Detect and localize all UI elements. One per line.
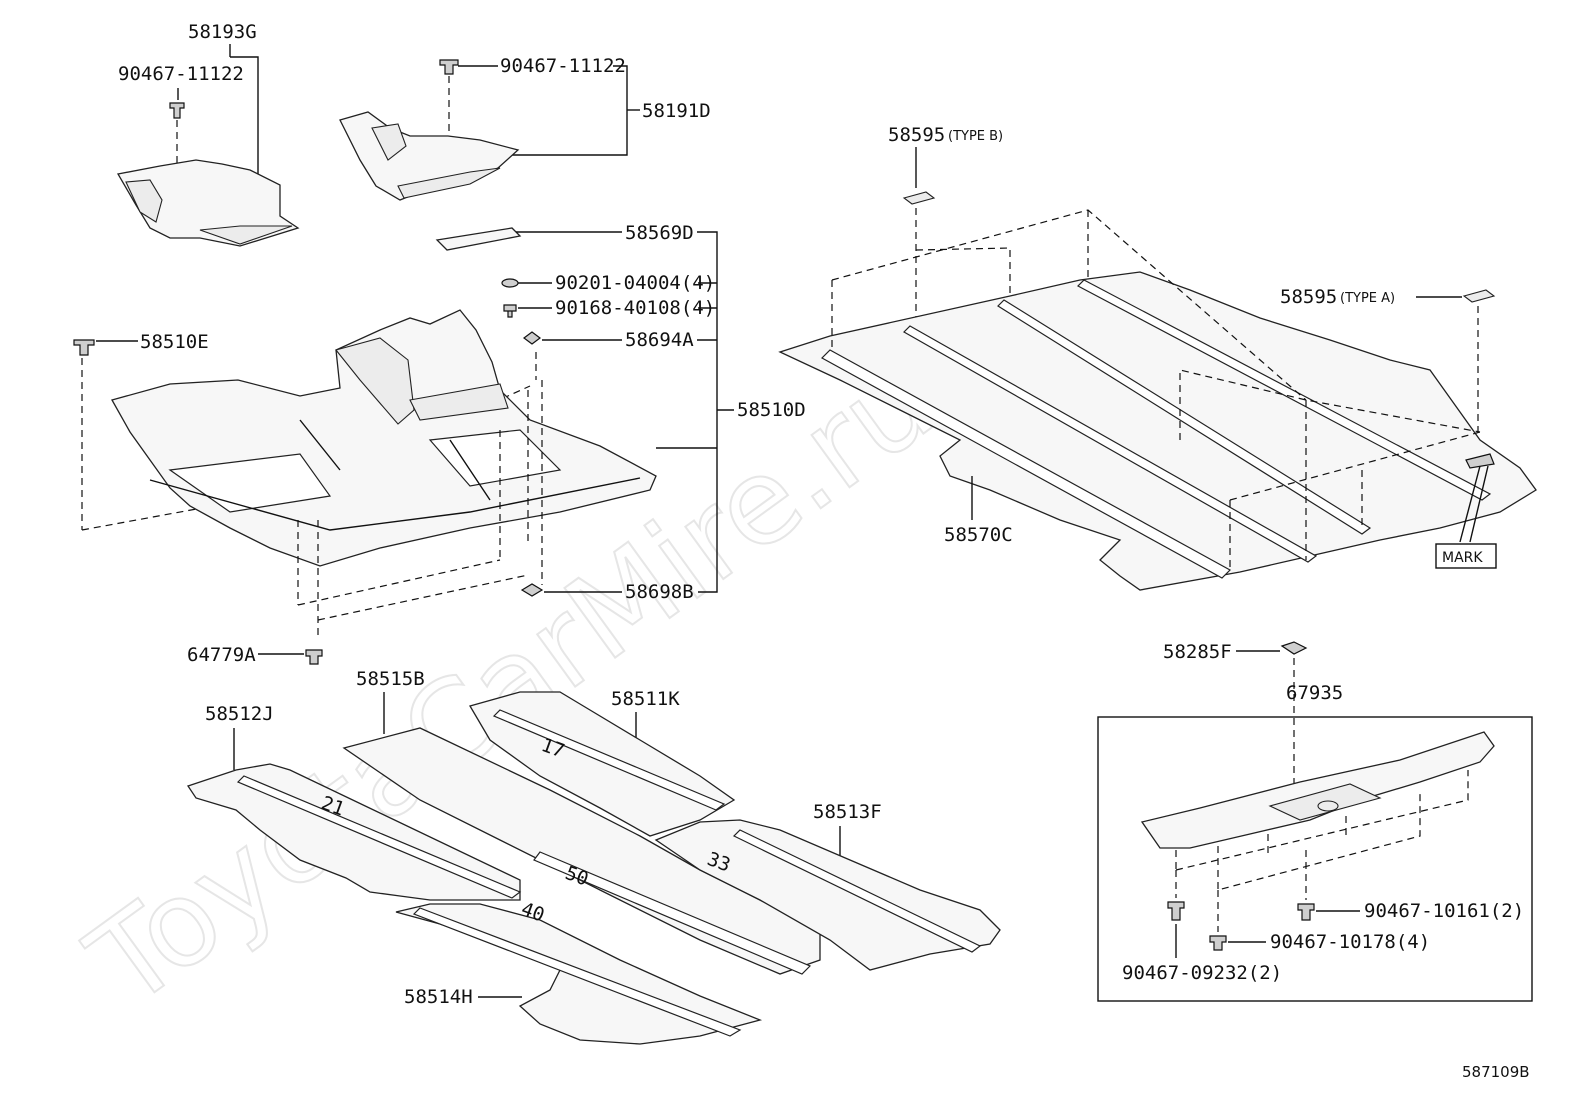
label-58514h[interactable]: 58514H <box>404 986 473 1008</box>
clip-icon-58698b <box>520 583 544 597</box>
part-58191d-group: 90467-11122 58191D <box>339 55 711 201</box>
rail-1 <box>821 349 1231 579</box>
diagram-ref: 587109B <box>1462 1063 1530 1081</box>
label-58512j[interactable]: 58512J <box>205 703 274 725</box>
clip-icon <box>169 102 185 119</box>
clip-icon-90467-10161 <box>1297 903 1315 921</box>
label-58191d[interactable]: 58191D <box>642 100 711 122</box>
label-58595-a[interactable]: 58595 <box>1280 286 1337 308</box>
label-58694a[interactable]: 58694A <box>625 329 694 351</box>
label-58570c[interactable]: 58570C <box>944 524 1013 546</box>
label-90467-10178[interactable]: 90467-10178(4) <box>1270 931 1430 953</box>
label-90467-10161[interactable]: 90467-10161(2) <box>1364 900 1524 922</box>
label-58510e[interactable]: 58510E <box>140 331 209 353</box>
label-58595-b[interactable]: 58595 <box>888 124 945 146</box>
mark-arrow-icon <box>1465 453 1495 469</box>
rail-3 <box>997 299 1372 535</box>
label-58511k[interactable]: 58511K <box>611 688 680 710</box>
part-58569d[interactable] <box>435 227 522 251</box>
mat-58513f[interactable] <box>654 819 1001 971</box>
clip-icon-58694a <box>523 331 541 345</box>
part-58193g-group: 58193G 90467-11122 <box>116 21 300 247</box>
label-67935[interactable]: 67935 <box>1286 682 1343 704</box>
part-67935-box <box>1097 716 1533 1002</box>
label-58595-a-type[interactable]: (TYPE A) <box>1340 291 1395 306</box>
rail-2 <box>903 325 1318 563</box>
part-58570c-floor[interactable] <box>778 271 1537 591</box>
label-58513f[interactable]: 58513F <box>813 801 882 823</box>
label-58569d[interactable]: 58569D <box>625 222 694 244</box>
mat-58515b[interactable] <box>342 727 821 975</box>
clip-icon-90467-09232 <box>1167 901 1185 921</box>
clip-icon-58510e <box>73 339 95 356</box>
label-58193g[interactable]: 58193G <box>188 21 257 43</box>
clip-icon-2 <box>439 59 459 75</box>
nut-icon <box>501 278 519 288</box>
part-67935-scuff-plate[interactable] <box>1140 731 1495 849</box>
label-58285f[interactable]: 58285F <box>1163 641 1232 663</box>
part-58595-b[interactable] <box>902 191 936 205</box>
label-90201-04004[interactable]: 90201-04004(4) <box>555 272 715 294</box>
label-90467-09232[interactable]: 90467-09232(2) <box>1122 962 1282 984</box>
part-58595-a[interactable] <box>1462 289 1496 303</box>
part-58570c-group: 58595 (TYPE B) 58595 (TYPE A) 58570C MAR… <box>778 124 1537 591</box>
clip-icon-64779a <box>305 649 323 665</box>
floor-mats-group: 58515B 58511K 58512J 58513F 58514H 21 50… <box>186 668 1001 1045</box>
label-90467-11122-b[interactable]: 90467-11122 <box>500 55 626 77</box>
fastener-callouts: 58569D 90201-04004(4) 90168-40108(4) 586… <box>435 222 806 603</box>
mark-box <box>1435 543 1497 569</box>
label-90467-11122-a[interactable]: 90467-11122 <box>118 63 244 85</box>
label-58510d[interactable]: 58510D <box>737 399 806 421</box>
part-67935-group: 58285F 67935 90467-09232(2) 90467-10178(… <box>1097 641 1533 1002</box>
label-mark[interactable]: MARK <box>1442 550 1483 566</box>
rail-4 <box>1077 279 1492 501</box>
part-58193g[interactable] <box>116 159 300 247</box>
bolt-icon <box>503 304 517 318</box>
label-90168-40108[interactable]: 90168-40108(4) <box>555 297 715 319</box>
clip-icon-58285f <box>1280 641 1308 655</box>
part-58510-group: 58510E 64779A <box>73 309 657 666</box>
label-58595-b-type[interactable]: (TYPE B) <box>948 129 1003 144</box>
clip-icon-90467-10178 <box>1209 935 1227 951</box>
label-58515b[interactable]: 58515B <box>356 668 425 690</box>
label-58698b[interactable]: 58698B <box>625 581 694 603</box>
label-64779a[interactable]: 64779A <box>187 644 256 666</box>
